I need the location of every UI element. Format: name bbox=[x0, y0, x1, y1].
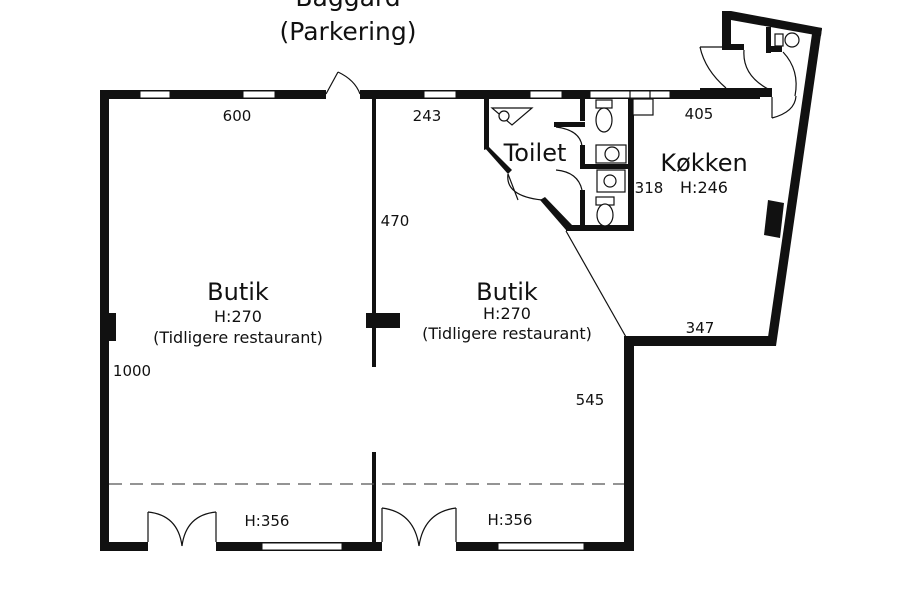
room-height: H:270 bbox=[214, 307, 262, 326]
toilet-block bbox=[484, 98, 654, 338]
room-name: Butik bbox=[207, 278, 269, 306]
bottom-windows bbox=[261, 542, 585, 551]
dim-318: 318 bbox=[635, 179, 664, 197]
dim-347: 347 bbox=[686, 319, 715, 337]
kitchen-pillar bbox=[764, 200, 784, 238]
front-door-left bbox=[147, 511, 217, 547]
dim-h356-right: H:356 bbox=[488, 511, 533, 529]
divider-wall bbox=[366, 99, 400, 544]
back-door bbox=[325, 71, 361, 95]
dim-1000: 1000 bbox=[113, 362, 151, 380]
room-name: Butik bbox=[476, 278, 538, 306]
dim-h356-left: H:356 bbox=[245, 512, 290, 530]
room-name: Køkken bbox=[660, 149, 747, 177]
top-windows bbox=[139, 90, 671, 99]
dim-470: 470 bbox=[381, 212, 410, 230]
room-height: H:246 bbox=[680, 178, 728, 197]
room-note: (Tidligere restaurant) bbox=[153, 328, 323, 347]
dim-405: 405 bbox=[685, 105, 714, 123]
annex bbox=[699, 27, 800, 119]
room-label-toilet: Toilet bbox=[503, 139, 567, 167]
front-door-right bbox=[381, 507, 457, 547]
left-pillar bbox=[108, 313, 116, 341]
dim-545: 545 bbox=[576, 391, 605, 409]
dim-600: 600 bbox=[223, 107, 252, 125]
room-label-butik-left: Butik H:270 (Tidligere restaurant) bbox=[153, 278, 323, 347]
room-note: (Tidligere restaurant) bbox=[422, 324, 592, 343]
dimension-labels: 600 243 405 318 470 1000 545 347 H:356 H… bbox=[113, 105, 714, 530]
header-line2: (Parkering) bbox=[280, 17, 417, 46]
header-line1: Baggård bbox=[295, 0, 400, 12]
dim-243: 243 bbox=[413, 107, 442, 125]
room-label-butik-right: Butik H:270 (Tidligere restaurant) bbox=[422, 278, 592, 343]
room-label-kitchen: Køkken H:246 bbox=[660, 149, 747, 197]
room-height: H:270 bbox=[483, 304, 531, 323]
